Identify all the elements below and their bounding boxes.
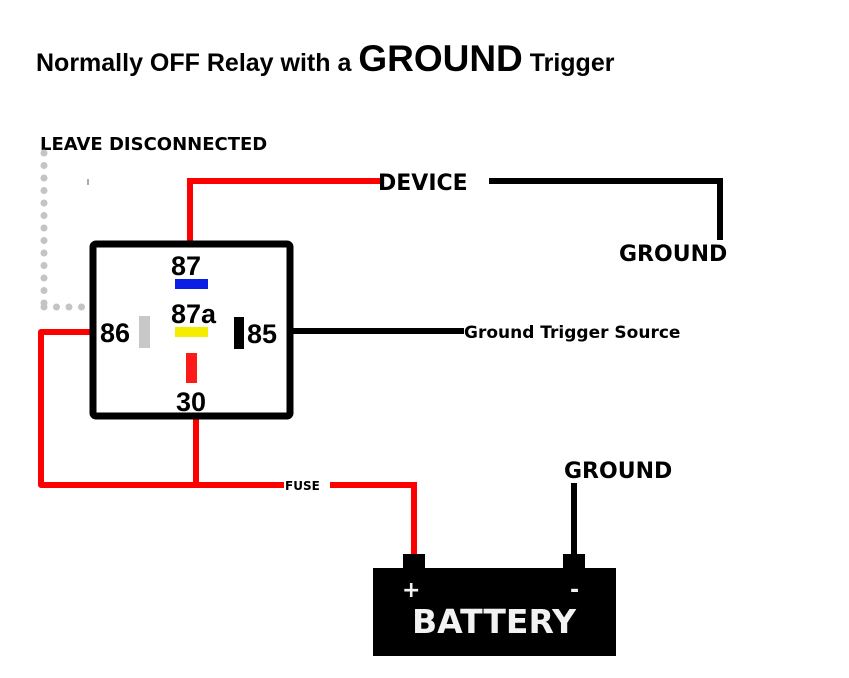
battery-positive-terminal xyxy=(403,554,425,570)
battery-label: BATTERY xyxy=(412,602,577,641)
pin-87-label: 87 xyxy=(171,251,201,281)
battery: + - BATTERY xyxy=(373,554,616,656)
pin-87a-terminal xyxy=(175,327,208,337)
title-text-part1: Normally OFF Relay with a xyxy=(36,49,358,77)
pin-86-terminal xyxy=(139,316,150,348)
pin-85-terminal xyxy=(234,317,244,349)
battery-positive-symbol: + xyxy=(402,578,420,603)
pin-85-label: 85 xyxy=(247,319,277,349)
pin-30-terminal xyxy=(186,353,197,383)
title-emphasis: GROUND xyxy=(358,38,522,79)
battery-negative-terminal xyxy=(563,554,585,570)
wire-device-to-ground xyxy=(489,178,723,240)
fuse-label: FUSE xyxy=(285,479,320,493)
trigger-source-label: Ground Trigger Source xyxy=(464,323,680,343)
pin-87-terminal xyxy=(175,279,208,289)
pin-30-label: 30 xyxy=(176,387,206,417)
wire-86-to-power xyxy=(38,329,196,488)
battery-ground-label: GROUND xyxy=(564,459,672,484)
pin-87a-label: 87a xyxy=(171,299,217,329)
device-ground-label: GROUND xyxy=(619,242,727,267)
wire-fuse-to-battery-positive xyxy=(330,482,417,557)
device-label: DEVICE xyxy=(378,171,468,196)
title-text-part2: Trigger xyxy=(523,49,615,77)
battery-body xyxy=(373,568,616,656)
wire-87-to-device xyxy=(187,178,380,244)
diagram-title: Normally OFF Relay with a GROUND Trigger xyxy=(36,38,615,79)
battery-negative-symbol: - xyxy=(570,578,579,603)
leave-disconnected-label: LEAVE DISCONNECTED xyxy=(40,134,267,155)
pin-86-label: 86 xyxy=(100,318,130,348)
